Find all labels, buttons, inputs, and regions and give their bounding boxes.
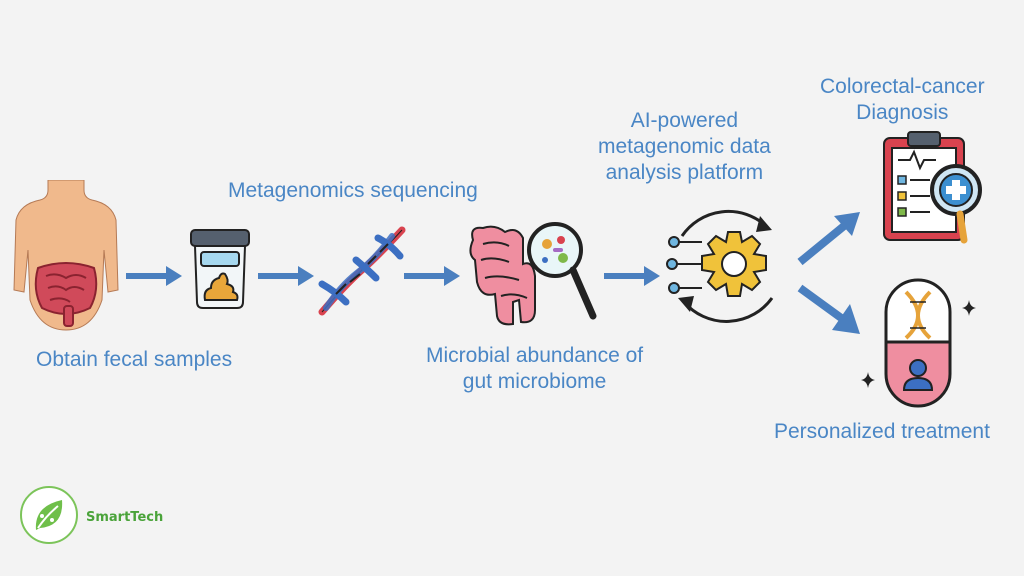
label-microbial-abundance: Microbial abundance of gut microbiome [426,343,643,395]
label-personalized-treatment: Personalized treatment [774,420,990,443]
arrow-icon [126,266,182,286]
sparkle-icon [861,372,875,388]
brand-logo [20,486,78,544]
arrow-up-right-icon [797,212,860,266]
label-obtain-fecal-samples: Obtain fecal samples [36,348,233,371]
label-ai-platform: AI-powered metagenomic data analysis pla… [598,108,771,186]
label-ai-platform-line1: AI-powered [630,109,739,132]
torso-icon [13,180,119,331]
sample-jar-icon [190,229,250,309]
label-diagnosis-line1: Colorectal-cancer [820,75,985,98]
arrow-down-right-icon [797,284,860,334]
label-microbial-abundance-line2: gut microbiome [462,370,607,393]
ai-gear-icon [666,209,774,323]
label-diagnosis-line2: Diagnosis [856,101,949,124]
label-diagnosis: Colorectal-cancer Diagnosis [820,74,985,126]
brand-name: SmartTech [86,510,164,525]
clipboard-diagnosis-icon [883,131,982,244]
label-microbial-abundance-line1: Microbial abundance of [426,344,644,367]
sparkle-icon [962,300,976,316]
intestine-magnifier-icon [469,222,597,326]
arrow-icon [404,266,460,286]
arrow-icon [604,266,660,286]
arrow-icon [258,266,314,286]
capsule-treatment-icon [884,278,952,408]
dna-icon [318,226,406,316]
label-ai-platform-line3: analysis platform [605,161,764,184]
label-ai-platform-line2: metagenomic data [598,135,771,158]
leaf-logo-icon [35,500,63,530]
label-metagenomics-sequencing: Metagenomics sequencing [228,179,478,202]
